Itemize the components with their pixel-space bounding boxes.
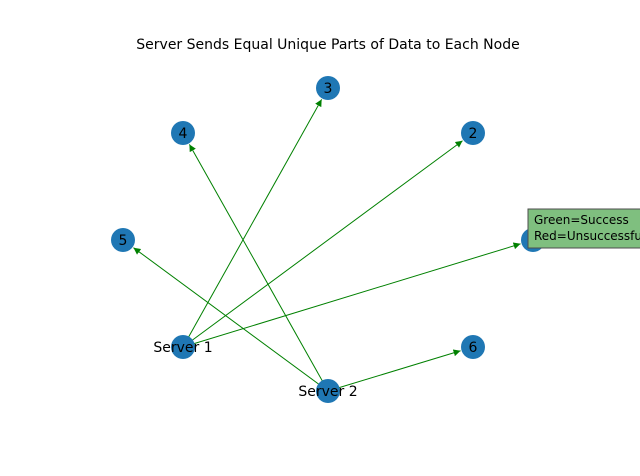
nodes-layer <box>111 76 545 403</box>
legend-background <box>527 208 640 249</box>
edge-server1-to-3 <box>184 99 323 345</box>
edge-server1-to-1 <box>185 242 521 347</box>
edge-server1-to-2 <box>185 140 463 346</box>
node-server2 <box>316 379 340 403</box>
edge-server2-to-4 <box>188 144 327 389</box>
node-label-4: 4 <box>179 126 188 142</box>
node-2 <box>461 121 485 145</box>
legend-line-unsuccessful: Red=Unsuccessful <box>534 229 640 243</box>
edge-server2-to-6 <box>330 349 461 391</box>
node-label-3: 3 <box>324 81 333 97</box>
node-6 <box>461 335 485 359</box>
node-3 <box>316 76 340 100</box>
node-label-server1: Server 1 <box>153 340 212 356</box>
node-4 <box>171 121 195 145</box>
node-server1 <box>171 335 195 359</box>
node-5 <box>111 228 135 252</box>
edges-layer <box>133 99 521 391</box>
node-label-2: 2 <box>469 126 478 142</box>
node-label-5: 5 <box>119 233 128 249</box>
node-label-6: 6 <box>469 340 478 356</box>
node-label-server2: Server 2 <box>298 384 357 400</box>
edge-server2-to-5 <box>133 247 326 390</box>
legend-box: Green=Success Red=Unsuccessful <box>527 208 640 249</box>
legend-line-success: Green=Success <box>534 213 629 227</box>
diagram-title: Server Sends Equal Unique Parts of Data … <box>136 37 519 53</box>
